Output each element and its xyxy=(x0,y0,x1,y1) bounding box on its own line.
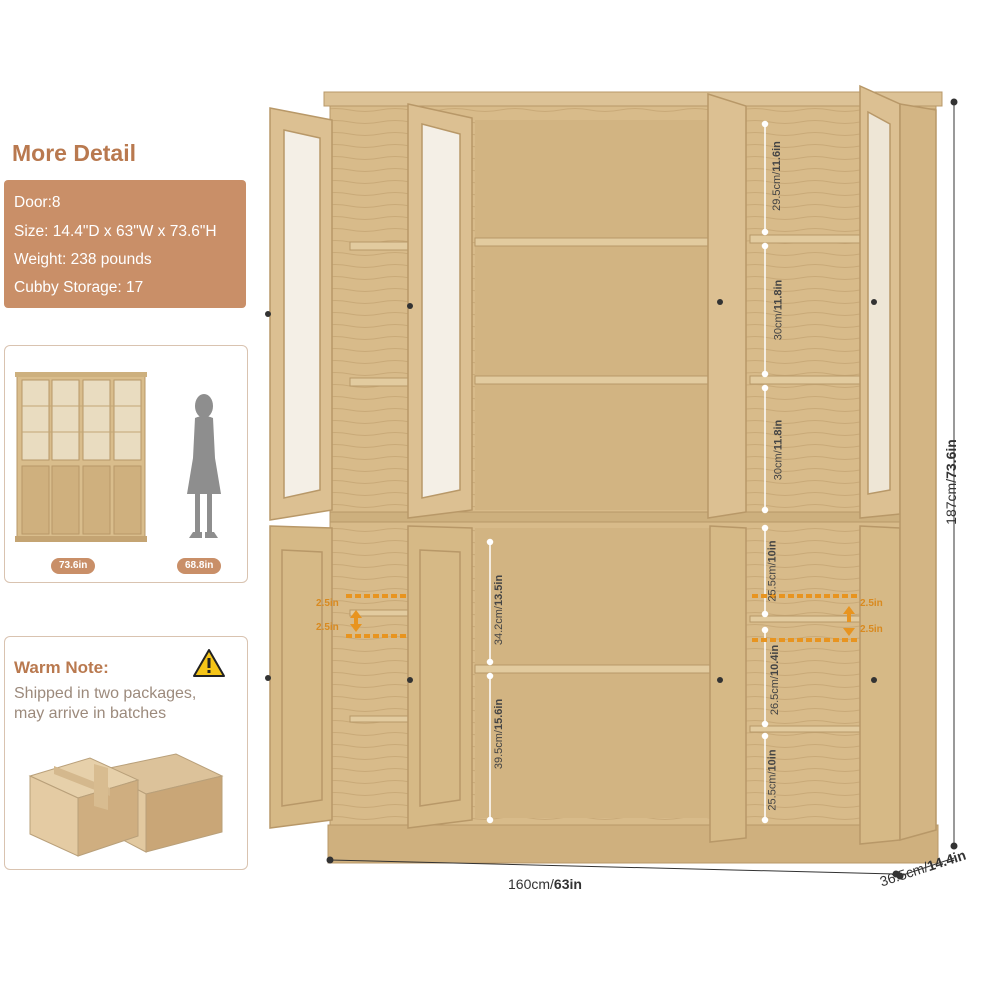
cabinet-illustration xyxy=(265,84,958,880)
spec-weight: Weight: 238 pounds xyxy=(14,251,152,268)
height-dimension: 187cm/73.6in xyxy=(942,439,959,525)
person-height-badge: 68.8in xyxy=(177,558,222,574)
warm-note-title: Warm Note: xyxy=(14,658,109,677)
shipping-boxes-illustration xyxy=(28,753,224,857)
shelf-height-label: 30cm/11.8in xyxy=(772,419,785,481)
height-compare-illustration xyxy=(15,372,221,542)
spec-cubby: Cubby Storage: 17 xyxy=(14,279,144,296)
adjust-offset-label: 2.5in xyxy=(316,622,339,633)
shelf-height-label: 25.5cm/10in xyxy=(766,749,779,811)
warm-note-text: Shipped in two packages, may arrive in b… xyxy=(14,685,197,722)
adjust-offset-label: 2.5in xyxy=(316,598,339,609)
adjust-offset-label: 2.5in xyxy=(860,598,883,609)
spec-doors: Door:8 xyxy=(14,194,61,211)
width-dimension: 160cm/63in xyxy=(508,876,582,892)
shelf-height-label: 39.5cm/15.6in xyxy=(493,698,506,770)
shelf-height-label: 34.2cm/13.5in xyxy=(493,574,506,646)
spec-size: Size: 14.4"D x 63"W x 73.6"H xyxy=(14,223,217,240)
adjust-offset-label: 2.5in xyxy=(860,624,883,635)
warning-icon xyxy=(193,649,225,677)
spec-box: Door:8 Size: 14.4"D x 63"W x 73.6"H Weig… xyxy=(4,180,246,308)
section-title: More Detail xyxy=(12,140,136,166)
shelf-height-label: 26.5cm/10.4in xyxy=(769,644,782,716)
shelf-height-label: 30cm/11.8in xyxy=(772,279,785,341)
cabinet-height-badge: 73.6in xyxy=(51,558,96,574)
shelf-height-label: 25.5cm/10in xyxy=(766,540,779,602)
shelf-height-label: 29.5cm/11.6in xyxy=(770,141,783,211)
height-compare-card: 73.6in 68.8in xyxy=(4,345,248,583)
